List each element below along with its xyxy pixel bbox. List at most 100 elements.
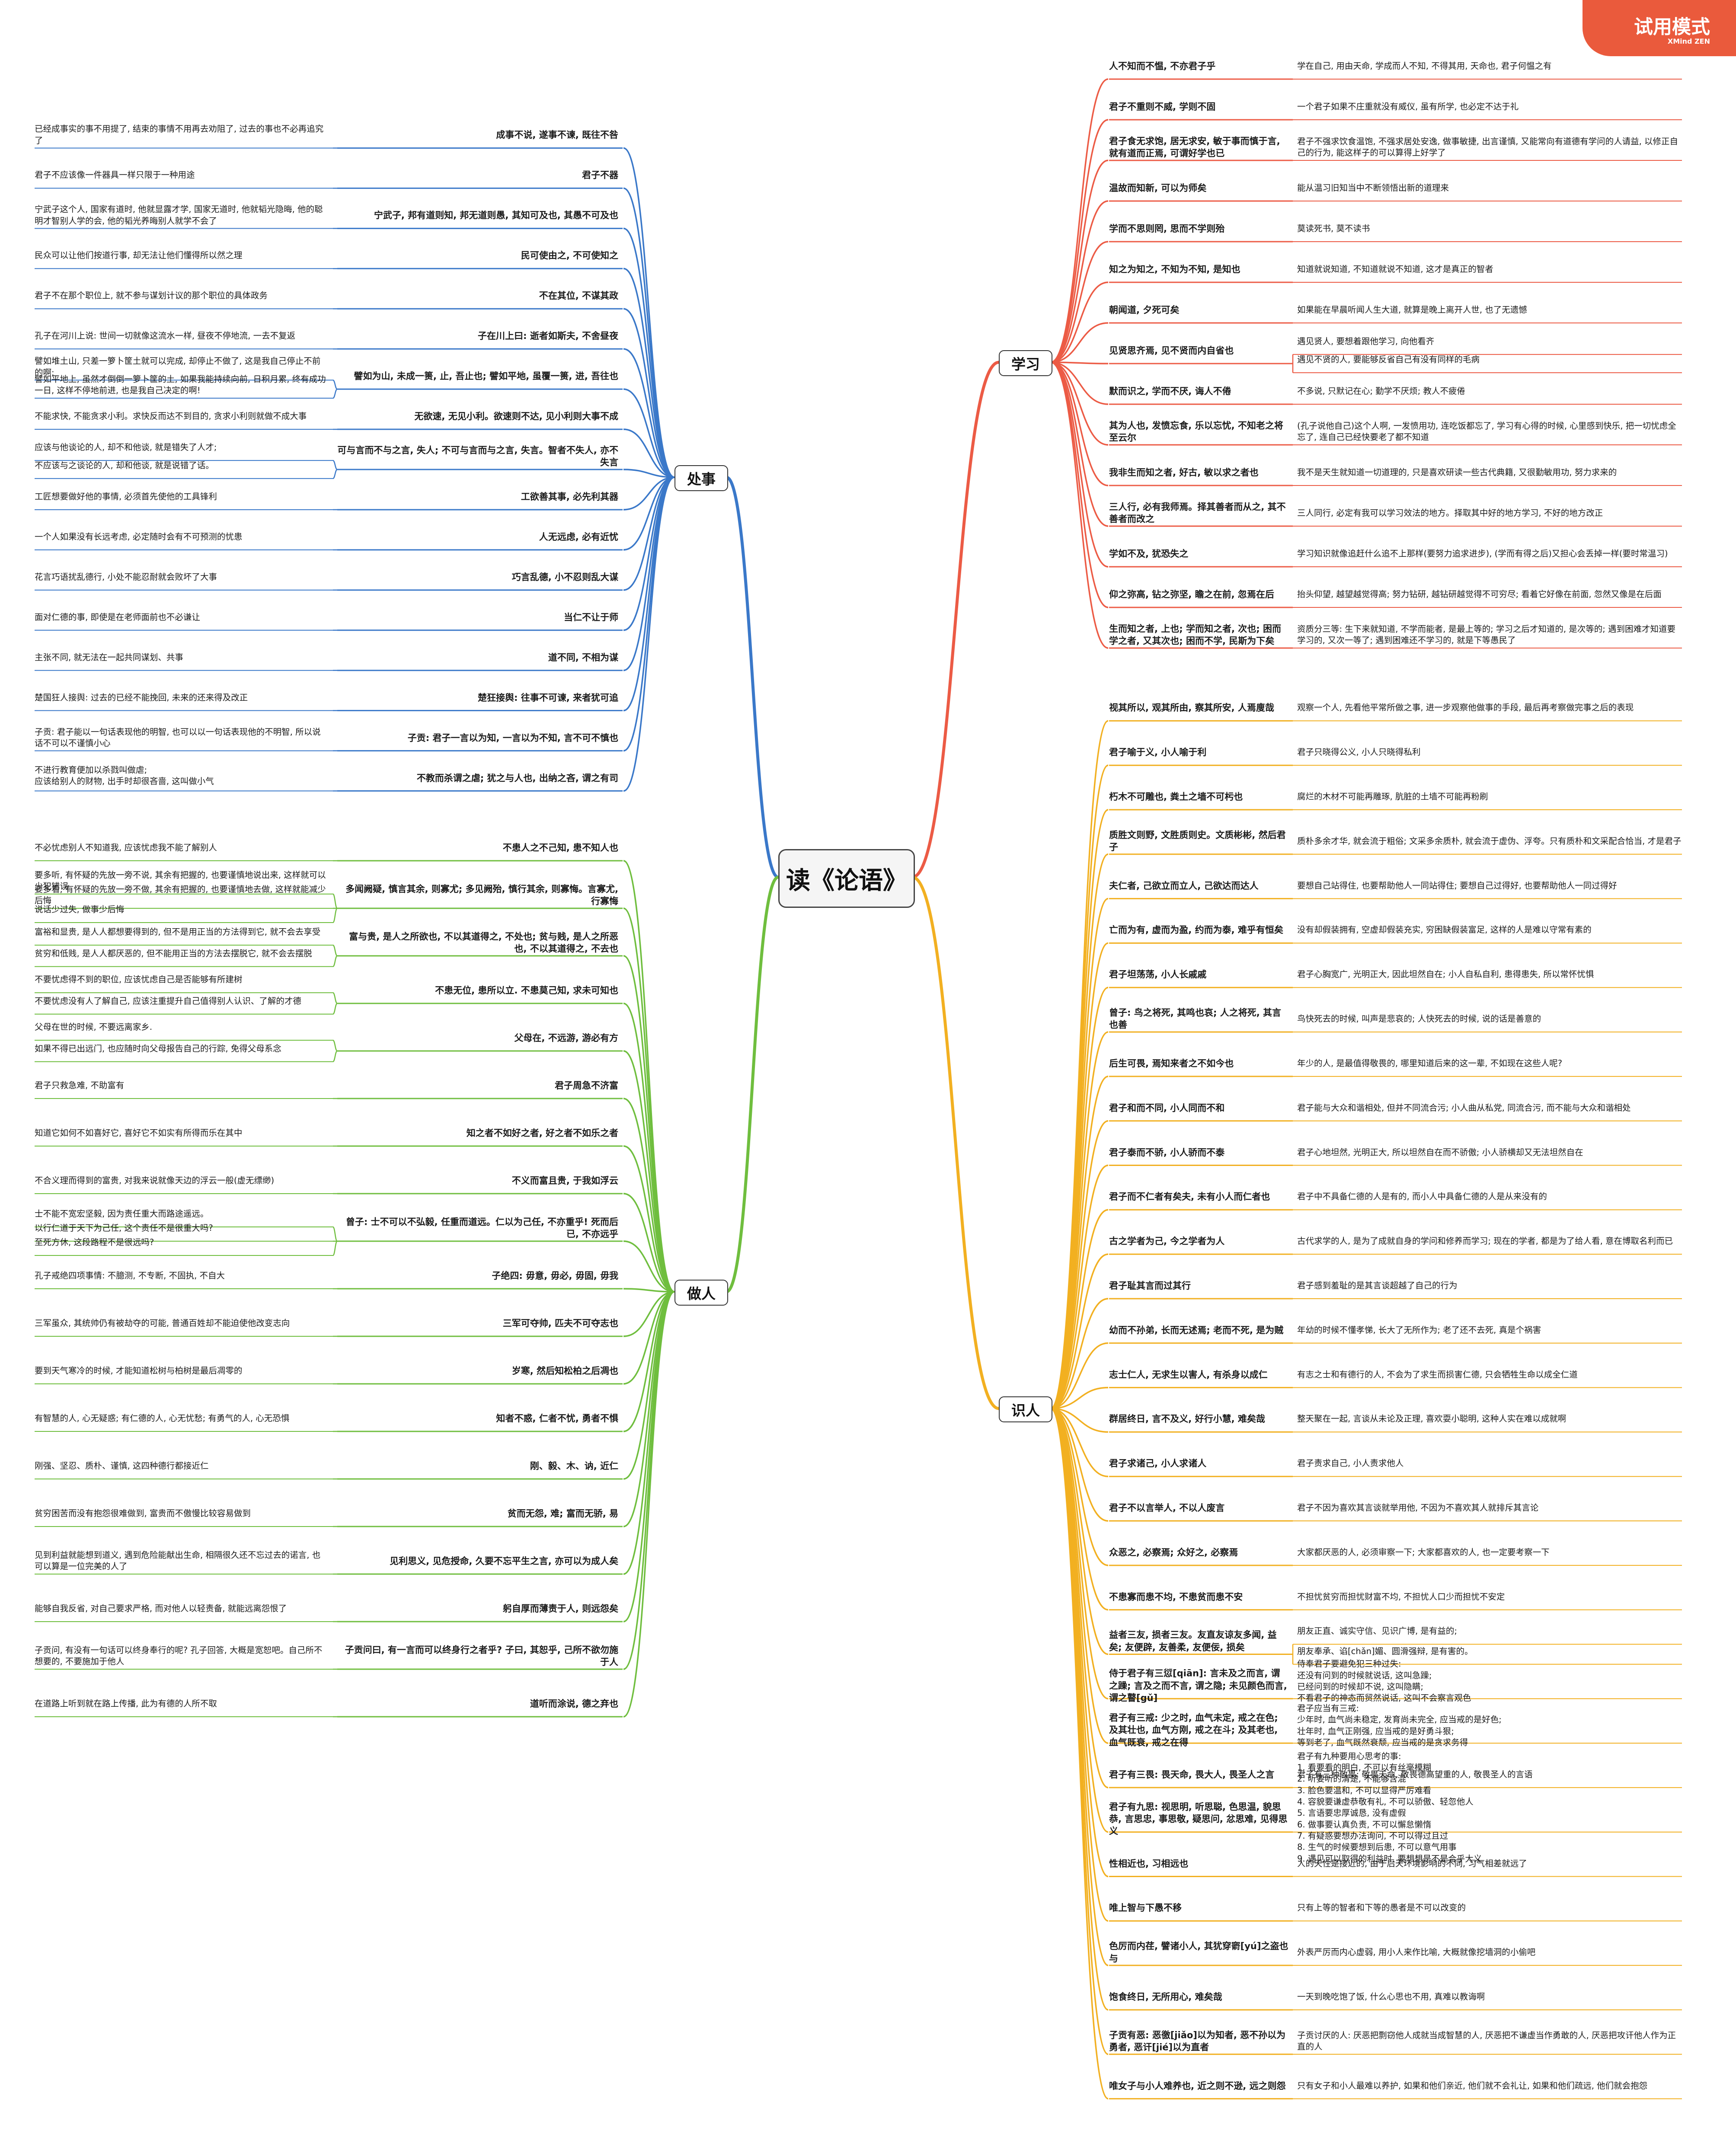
topic-node[interactable]: 唯上智与下愚不移 bbox=[1109, 1903, 1182, 1913]
branch-topic[interactable]: 做人 bbox=[675, 1280, 728, 1306]
topic-node[interactable]: 志士仁人, 无求生以害人, 有杀身以成仁 bbox=[1109, 1369, 1268, 1380]
topic-node[interactable]: 君子不重则不威, 学则不固 bbox=[1109, 101, 1216, 112]
topic-node[interactable]: 不义而富且贵, 于我如浮云 bbox=[512, 1175, 618, 1186]
topic-node[interactable]: 人无远虑, 必有近忧 bbox=[539, 531, 618, 542]
topic-node[interactable]: 楚狂接舆: 往事不可谏, 来者犹可追 bbox=[478, 692, 618, 703]
topic-node[interactable]: 色厉而内荏, 譬诸小人, 其犹穿窬[yú]之盗也与 bbox=[1109, 1941, 1288, 1964]
topic-node[interactable]: 朝闻道, 夕死可矣 bbox=[1109, 304, 1180, 315]
topic-node[interactable]: 刚、毅、木、讷, 近仁 bbox=[530, 1460, 618, 1471]
branch-topic[interactable]: 识人 bbox=[999, 1396, 1052, 1422]
topic-node[interactable]: 道听而涂说, 德之弃也 bbox=[530, 1698, 618, 1709]
topic-node[interactable]: 多闻阙疑, 慎言其余, 则寡尤; 多见阙殆, 慎行其余, 则寡悔。言寡尤, 行寡… bbox=[345, 884, 618, 907]
topic-node[interactable]: 我非生而知之者, 好古, 敏以求之者也 bbox=[1109, 467, 1259, 478]
topic-node[interactable]: 君子不以言举人, 不以人废言 bbox=[1109, 1502, 1225, 1513]
topic-node[interactable]: 亡而为有, 虚而为盈, 约而为泰, 难乎有恒矣 bbox=[1109, 925, 1283, 936]
trial-mode-badge[interactable]: 试用模式 XMind ZEN bbox=[1583, 0, 1736, 56]
topic-node[interactable]: 视其所以, 观其所由, 察其所安, 人焉廋哉 bbox=[1109, 703, 1274, 713]
topic-node[interactable]: 见利思义, 见危授命, 久要不忘平生之言, 亦可以为成人矣 bbox=[390, 1555, 618, 1566]
topic-node[interactable]: 工欲善其事, 必先利其器 bbox=[521, 491, 618, 502]
topic-node[interactable]: 子贡: 君子一言以为知, 一言以为不知, 言不可不慎也 bbox=[407, 732, 618, 743]
explanation-note: 君子心胸宽广, 光明正大, 因此坦然自在; 小人自私自利, 患得患失, 所以常怀… bbox=[1297, 969, 1594, 980]
topic-node[interactable]: 不教而杀谓之虐; 犹之与人也, 出纳之吝, 谓之有司 bbox=[416, 773, 618, 783]
explanation-note: 父母在世的时候, 不要远离家乡. bbox=[35, 1022, 153, 1032]
topic-node[interactable]: 巧言乱德, 小不忍则乱大谋 bbox=[512, 572, 618, 582]
topic-node[interactable]: 夫仁者, 己欲立而立人, 己欲达而达人 bbox=[1109, 880, 1259, 891]
topic-node[interactable]: 其为人也, 发愤忘食, 乐以忘忧, 不知老之将至云尔 bbox=[1109, 420, 1283, 443]
connector-line bbox=[623, 388, 675, 478]
topic-node[interactable]: 知之为知之, 不知为不知, 是知也 bbox=[1109, 264, 1240, 275]
topic-node[interactable]: 众恶之, 必察焉; 众好之, 必察焉 bbox=[1109, 1547, 1238, 1558]
topic-node[interactable]: 不患寡而患不均, 不患贫而患不安 bbox=[1109, 1591, 1243, 1602]
topic-node[interactable]: 学如不及, 犹恐失之 bbox=[1109, 548, 1189, 559]
topic-node[interactable]: 知之者不如好之者, 好之者不如乐之者 bbox=[466, 1127, 618, 1138]
topic-node[interactable]: 后生可畏, 焉知来者之不如今也 bbox=[1109, 1058, 1234, 1069]
topic-node[interactable]: 君子有三畏: 畏天命, 畏大人, 畏圣人之言 bbox=[1109, 1769, 1275, 1780]
topic-node[interactable]: 富与贵, 是人之所欲也, 不以其道得之, 不处也; 贫与贱, 是人之所恶也, 不… bbox=[349, 931, 618, 954]
topic-node[interactable]: 民可使由之, 不可使知之 bbox=[521, 250, 618, 261]
topic-node[interactable]: 温故而知新, 可以为师矣 bbox=[1109, 182, 1207, 193]
topic-node[interactable]: 父母在, 不远游, 游必有方 bbox=[514, 1032, 618, 1043]
topic-node[interactable]: 侍于君子有三愆[qiān]: 言未及之而言, 谓之躁; 言及之而不言, 谓之隐;… bbox=[1109, 1668, 1287, 1703]
topic-node[interactable]: 幼而不孙弟, 长而无述焉; 老而不死, 是为贼 bbox=[1109, 1325, 1284, 1335]
topic-node[interactable]: 性相近也, 习相远也 bbox=[1109, 1858, 1189, 1869]
explanation-note: 子贡问, 有没有一句话可以终身奉行的呢? 孔子回答, 大概是宽恕吧。自己所不想要… bbox=[35, 1645, 323, 1667]
topic-node[interactable]: 三人行, 必有我师焉。择其善者而从之, 其不善者而改之 bbox=[1109, 501, 1286, 524]
topic-node[interactable]: 可与言而不与之言, 失人; 不可与言而与之言, 失言。智者不失人, 亦不失言 bbox=[337, 445, 618, 468]
topic-node[interactable]: 君子周急不济富 bbox=[555, 1080, 618, 1091]
explanation-note: 君子不应该像一件器具一样只限于一种用途 bbox=[35, 170, 195, 180]
topic-node[interactable]: 益者三友, 损者三友。友直友谅友多闻, 益矣; 友便辟, 友善柔, 友便佞, 损… bbox=[1109, 1630, 1277, 1653]
central-topic[interactable]: 读《论语》 bbox=[778, 849, 915, 908]
topic-node[interactable]: 默而识之, 学而不厌, 诲人不倦 bbox=[1109, 386, 1231, 396]
topic-node[interactable]: 君子求诸己, 小人求诸人 bbox=[1109, 1458, 1207, 1469]
topic-node[interactable]: 质胜文则野, 文胜质则史。文质彬彬, 然后君子 bbox=[1109, 830, 1286, 853]
topic-node[interactable]: 人不知而不愠, 不亦君子乎 bbox=[1109, 61, 1216, 71]
connector-line bbox=[623, 1098, 675, 1293]
topic-node[interactable]: 子贡有恶: 恶徼[jiǎo]以为知者, 恶不孙以为勇者, 恶讦[jié]以为直者 bbox=[1109, 2030, 1286, 2053]
topic-node[interactable]: 不患无位, 患所以立. 不患莫己知, 求未可知也 bbox=[435, 985, 618, 996]
topic-node[interactable]: 知者不惑, 仁者不忧, 勇者不惧 bbox=[496, 1413, 618, 1424]
connector-line bbox=[1050, 281, 1109, 363]
topic-node[interactable]: 不患人之不己知, 患不知人也 bbox=[502, 842, 618, 853]
explanation-note: 主张不同, 就无法在一起共同谋划、共事 bbox=[35, 652, 183, 662]
topic-node[interactable]: 古之学者为己, 今之学者为人 bbox=[1109, 1236, 1225, 1246]
topic-node[interactable]: 君子食无求饱, 居无求安, 敏于事而慎于言, 就有道而正焉, 可谓好学也已 bbox=[1109, 136, 1280, 159]
topic-node[interactable]: 君子有九思: 视思明, 听思聪, 色思温, 貌思恭, 言思忠, 事思敬, 疑思问… bbox=[1109, 1801, 1288, 1836]
topic-node[interactable]: 唯女子与小人难养也, 近之则不逊, 远之则怨 bbox=[1109, 2080, 1286, 2091]
explanation-note: 遇见贤人, 要想着跟他学习, 向他看齐 bbox=[1297, 336, 1435, 346]
topic-node[interactable]: 子在川上曰: 逝者如斯夫, 不舍昼夜 bbox=[478, 331, 618, 341]
topic-node[interactable]: 贫而无怨, 难; 富而无骄, 易 bbox=[507, 1508, 618, 1519]
topic-node[interactable]: 君子有三戒: 少之时, 血气未定, 戒之在色; 及其壮也, 血气方刚, 戒之在斗… bbox=[1109, 1712, 1278, 1748]
topic-node[interactable]: 饱食终日, 无所用心, 难矣哉 bbox=[1109, 1991, 1222, 2002]
topic-node[interactable]: 君子喻于义, 小人喻于利 bbox=[1109, 747, 1207, 758]
topic-node[interactable]: 君子不器 bbox=[582, 170, 618, 181]
topic-node[interactable]: 君子而不仁者有矣夫, 未有小人而仁者也 bbox=[1109, 1191, 1270, 1202]
topic-node[interactable]: 不在其位, 不谋其政 bbox=[539, 291, 618, 301]
topic-node[interactable]: 君子泰而不骄, 小人骄而不泰 bbox=[1109, 1147, 1225, 1158]
topic-node[interactable]: 躬自厚而薄责于人, 则远怨矣 bbox=[502, 1603, 618, 1614]
topic-node[interactable]: 子绝四: 毋意, 毋必, 毋固, 毋我 bbox=[492, 1270, 618, 1281]
connector-line bbox=[1050, 361, 1109, 446]
topic-node[interactable]: 君子和而不同, 小人同而不和 bbox=[1109, 1102, 1225, 1113]
topic-node[interactable]: 宁武子, 邦有道则知, 邦无道则愚, 其知可及也, 其愚不可及也 bbox=[374, 210, 618, 221]
topic-node[interactable]: 三军可夺帅, 匹夫不可夺志也 bbox=[502, 1318, 618, 1329]
branch-topic[interactable]: 学习 bbox=[999, 350, 1052, 376]
topic-node[interactable]: 曾子: 士不可以不弘毅, 任重而道远。仁以为己任, 不亦重乎! 死而后已, 不亦… bbox=[345, 1217, 618, 1239]
topic-node[interactable]: 当仁不让于师 bbox=[564, 612, 618, 623]
topic-node[interactable]: 生而知之者, 上也; 学而知之者, 次也; 困而学之者, 又其次也; 困而不学,… bbox=[1109, 623, 1281, 646]
topic-node[interactable]: 朽木不可雕也, 粪土之墙不可杇也 bbox=[1109, 791, 1243, 802]
topic-node[interactable]: 子贡问曰, 有一言而可以终身行之者乎? 子曰, 其恕乎, 己所不欲勿施于人 bbox=[345, 1645, 618, 1667]
topic-node[interactable]: 群居终日, 言不及义, 好行小慧, 难矣哉 bbox=[1109, 1414, 1265, 1424]
explanation-note: 不进行教育便加以杀戮叫做虐; 应该给别人的财物, 出手时却很吝啬, 这叫做小气 bbox=[35, 764, 214, 786]
topic-node[interactable]: 仰之弥高, 钻之弥坚, 瞻之在前, 忽焉在后 bbox=[1109, 589, 1274, 600]
topic-node[interactable]: 岁寒, 然后知松柏之后凋也 bbox=[512, 1365, 618, 1376]
topic-node[interactable]: 见贤思齐焉, 见不贤而内自省也 bbox=[1109, 345, 1234, 356]
topic-node[interactable]: 无欲速, 无见小利。欲速则不达, 见小利则大事不成 bbox=[414, 411, 618, 422]
topic-node[interactable]: 君子耻其言而过其行 bbox=[1109, 1280, 1191, 1291]
topic-node[interactable]: 君子坦荡荡, 小人长戚戚 bbox=[1109, 969, 1207, 980]
branch-topic[interactable]: 处事 bbox=[675, 465, 728, 491]
topic-node[interactable]: 学而不思则罔, 思而不学则殆 bbox=[1109, 223, 1225, 234]
topic-node[interactable]: 曾子: 鸟之将死, 其鸣也哀; 人之将死, 其言也善 bbox=[1109, 1007, 1281, 1031]
topic-node[interactable]: 道不同, 不相为谋 bbox=[548, 652, 618, 663]
topic-node[interactable]: 譬如为山, 未成一篑, 止, 吾止也; 譬如平地, 虽覆一篑, 进, 吾往也 bbox=[354, 370, 618, 381]
topic-node[interactable]: 成事不说, 遂事不谏, 既往不咎 bbox=[496, 130, 618, 141]
